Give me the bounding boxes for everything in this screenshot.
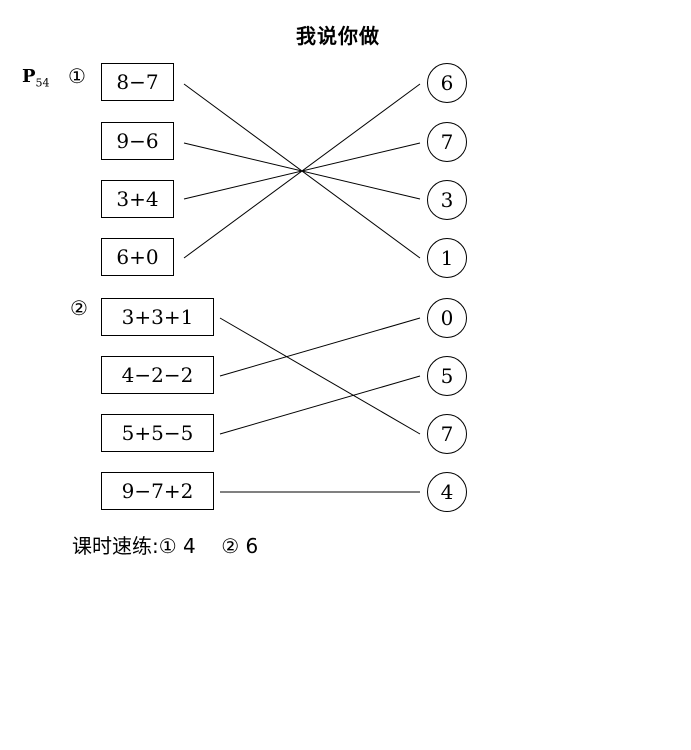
group1-answer-3: 3 (427, 180, 467, 220)
group2-answer-2: 5 (427, 356, 467, 396)
group2-expression-4: 9−7+2 (101, 472, 214, 510)
group2-marker: ② (70, 296, 88, 320)
page-number: 54 (35, 76, 50, 90)
group2-expression-3: 5+5−5 (101, 414, 214, 452)
group1-marker: ① (68, 64, 86, 88)
page-letter: P (22, 66, 36, 87)
group1-expression-4: 6+0 (101, 238, 174, 276)
answer-2-value: 6 (245, 534, 259, 558)
page-title: 我说你做 (296, 24, 380, 48)
lines2-line-3 (219, 375, 421, 435)
group1-answer-2: 7 (427, 122, 467, 162)
group2-answer-1: 0 (427, 298, 467, 338)
group1-expression-3: 3+4 (101, 180, 174, 218)
group1-expression-1: 8−7 (101, 63, 174, 101)
group2-expression-2: 4−2−2 (101, 356, 214, 394)
answer-1-marker: ① (158, 534, 177, 558)
quick-practice-answers: 课时速练:① 4 ② 6 (72, 530, 258, 559)
group1-answer-4: 1 (427, 238, 467, 278)
group2-lines (219, 317, 421, 493)
lines2-line-1 (219, 317, 421, 435)
group1-answer-1: 6 (427, 63, 467, 103)
group1-expression-2: 9−6 (101, 122, 174, 160)
lines1-line-4 (183, 83, 421, 259)
page-number-label: P54 (22, 66, 50, 90)
answer-2-marker: ② (221, 534, 240, 558)
group2-answer-3: 7 (427, 414, 467, 454)
lines2-line-2 (219, 317, 421, 377)
answer-1-value: 4 (183, 534, 196, 558)
group1-lines (183, 83, 421, 259)
answers-label: 课时速练: (72, 534, 159, 558)
group2-expression-1: 3+3+1 (101, 298, 214, 336)
group2-answer-4: 4 (427, 472, 467, 512)
